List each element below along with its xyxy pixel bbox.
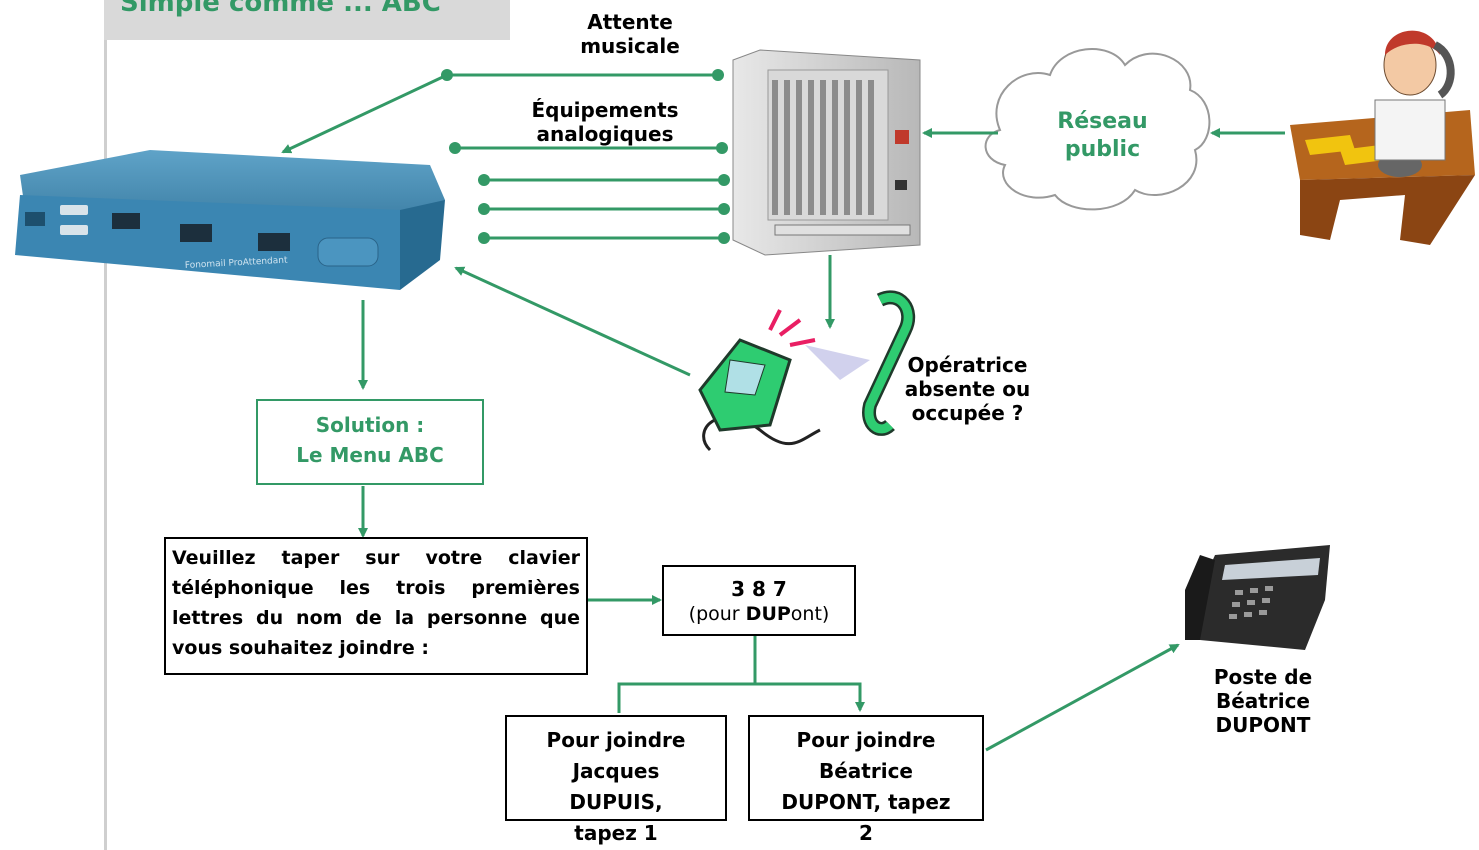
code-note: (pour DUPont) [664, 603, 854, 625]
option2-to-phone-arrow [985, 643, 1180, 752]
solution-title: Solution : [315, 413, 425, 437]
pbx-cabinet-image [732, 49, 921, 256]
junction-dot [718, 232, 730, 244]
junction-dot [712, 69, 724, 81]
option-2-box: Pour joindre Béatrice DUPONT, tapez 2 [748, 715, 984, 845]
junction-dot [478, 174, 490, 186]
instruction-text: Veuillez taper sur votre clavier télépho… [172, 547, 580, 659]
code-box: 3 8 7 (pour DUPont) [662, 565, 856, 636]
option-1-box: Pour joindre Jacques DUPUIS, tapez 1 [505, 715, 727, 845]
caller-at-desk-image [1290, 30, 1475, 245]
solution-subtitle: Le Menu ABC [296, 443, 444, 467]
option-2-text: Pour joindre Béatrice DUPONT, tapez 2 [781, 728, 951, 845]
attendant-device-image: Fonomail ProAttendant [15, 150, 445, 290]
extension-label: Poste de Béatrice DUPONT [1213, 665, 1313, 737]
junction-dot [441, 69, 453, 81]
operator-to-device-arrow [454, 266, 691, 377]
code-to-option2-arrow [755, 682, 865, 712]
ringing-phone-illustration [698, 290, 916, 452]
music-to-device-arrow [281, 73, 448, 154]
code-note-prefix: (pour [688, 603, 746, 625]
left-rule [104, 40, 107, 850]
header-band [104, 0, 510, 40]
junction-dot [716, 142, 728, 154]
code-note-bold: DUP [745, 603, 791, 625]
junction-dot [449, 142, 461, 154]
option-1-text: Pour joindre Jacques DUPUIS, tapez 1 [546, 728, 686, 845]
code-digits: 3 8 7 [731, 577, 787, 601]
solution-box: Solution : Le Menu ABC [256, 399, 484, 485]
junction-dot [718, 174, 730, 186]
public-network-label: Réseau public [1057, 109, 1148, 162]
desk-phone-image [1185, 545, 1330, 650]
code-to-option1-line [617, 636, 757, 713]
music-on-hold-label: Attente musicale [580, 10, 680, 58]
analog-equipment-label: Équipements analogiques [531, 98, 679, 146]
junction-dot [478, 203, 490, 215]
instruction-box: Veuillez taper sur votre clavier télépho… [164, 537, 588, 675]
junction-dot [478, 232, 490, 244]
junction-dot [718, 203, 730, 215]
code-note-suffix: ont) [790, 603, 830, 625]
network-cloud-shape [984, 48, 1211, 211]
page-title: Simple comme ... ABC [120, 0, 441, 18]
operator-status-label: Opératrice absente ou occupée ? [904, 353, 1031, 425]
